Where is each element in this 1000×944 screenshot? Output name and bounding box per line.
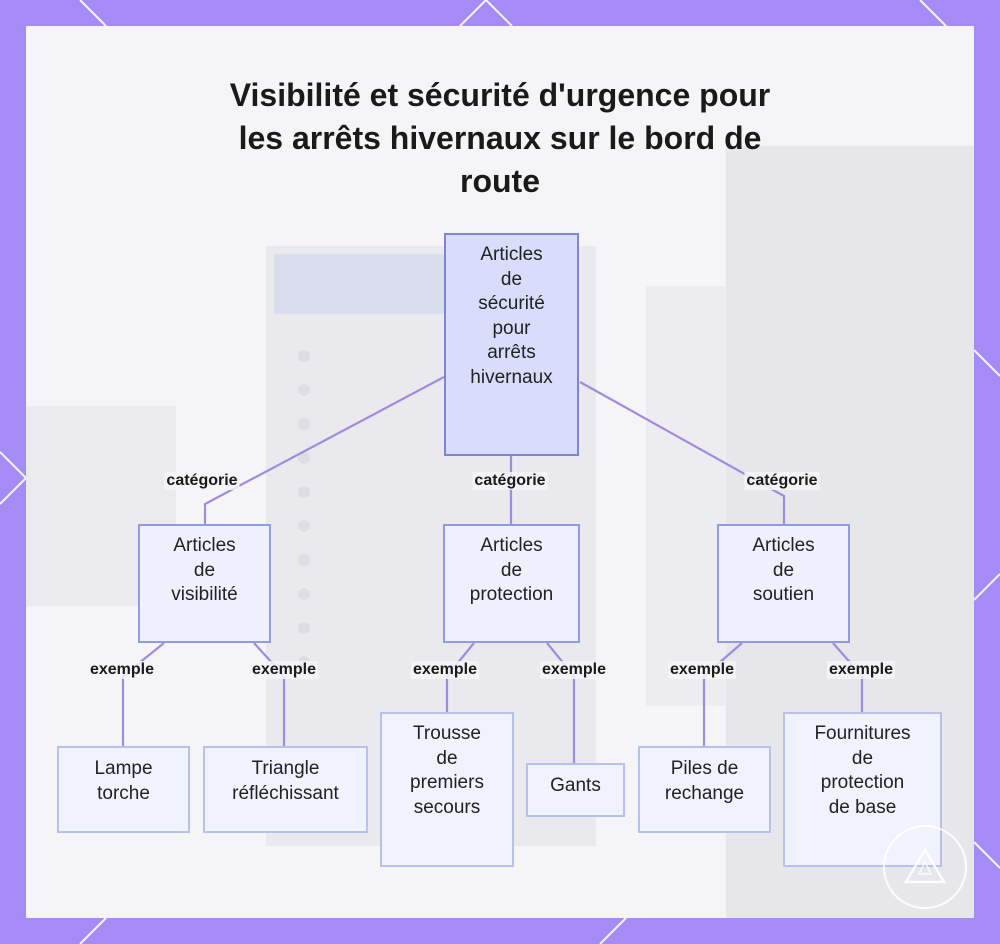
edge-label-example-gloves: exemple [540,661,608,679]
edge-root-support [580,382,784,524]
node-protection: Articles de protection [443,524,580,643]
node-first-aid: Trousse de premiers secours [380,712,514,867]
node-batteries: Piles de rechange [638,746,771,833]
node-gloves: Gants [526,763,625,817]
warning-triangle-logo-icon [882,824,968,910]
edge-root-visibility [205,377,444,524]
diagram-panel: Visibilité et sécurité d'urgence pour le… [26,26,974,918]
edge-label-category-visibility: catégorie [164,472,239,490]
edge-label-example-first-aid: exemple [411,661,479,679]
node-root: Articles de sécurité pour arrêts hiverna… [444,233,579,456]
edge-support-batteries [704,643,742,746]
edge-label-example-triangle: exemple [250,661,318,679]
edge-label-example-batteries: exemple [668,661,736,679]
node-support: Articles de soutien [717,524,850,643]
edge-label-example-supplies: exemple [827,661,895,679]
edge-label-category-support: catégorie [744,472,819,490]
node-flashlight: Lampe torche [57,746,190,833]
node-visibility: Articles de visibilité [138,524,271,643]
edge-label-example-flashlight: exemple [88,661,156,679]
edge-visibility-triangle [254,643,284,746]
edge-label-category-protection: catégorie [472,472,547,490]
edge-visibility-flashlight [123,643,164,746]
node-triangle: Triangle réfléchissant [203,746,368,833]
